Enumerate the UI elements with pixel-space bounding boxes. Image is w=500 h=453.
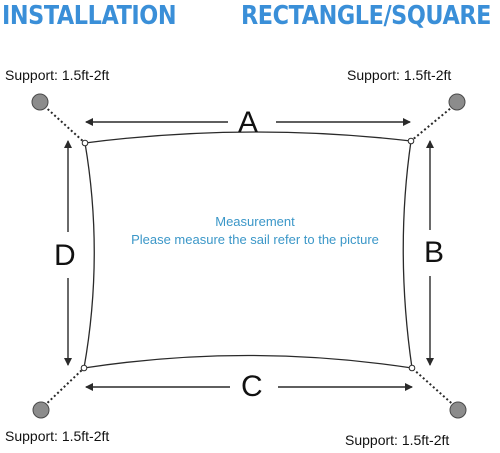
tie-line-bottom-right [411,367,459,410]
dimension-label-a: A [238,106,259,139]
dimension-label-c: C [241,370,263,403]
measurement-instruction: Please measure the sail refer to the pic… [131,232,379,247]
d-ring-bottom-left [80,364,88,372]
d-ring-bottom-right [408,364,416,372]
dimension-label-b: B [424,236,445,269]
installation-heading: INSTALLATION [2,1,177,31]
tie-line-top-left [40,102,86,144]
tie-line-top-right [410,102,458,142]
support-post-bottom-right [449,401,467,419]
sail-outline [83,131,413,369]
d-ring-top-right [407,137,415,145]
support-post-bottom-left [32,401,50,419]
measurement-title: Measurement [215,214,295,229]
support-label-top-right: Support: 1.5ft-2ft [347,67,452,83]
tie-line-bottom-left [40,367,85,410]
shape-heading: RECTANGLE/SQUARE [241,1,491,31]
dimension-label-d: D [54,239,76,272]
support-label-bottom-left: Support: 1.5ft-2ft [5,428,110,444]
support-post-top-right [448,93,466,111]
support-label-top-left: Support: 1.5ft-2ft [5,67,110,83]
support-post-top-left [31,93,49,111]
d-ring-top-left [81,139,89,147]
support-label-bottom-right: Support: 1.5ft-2ft [345,432,450,448]
